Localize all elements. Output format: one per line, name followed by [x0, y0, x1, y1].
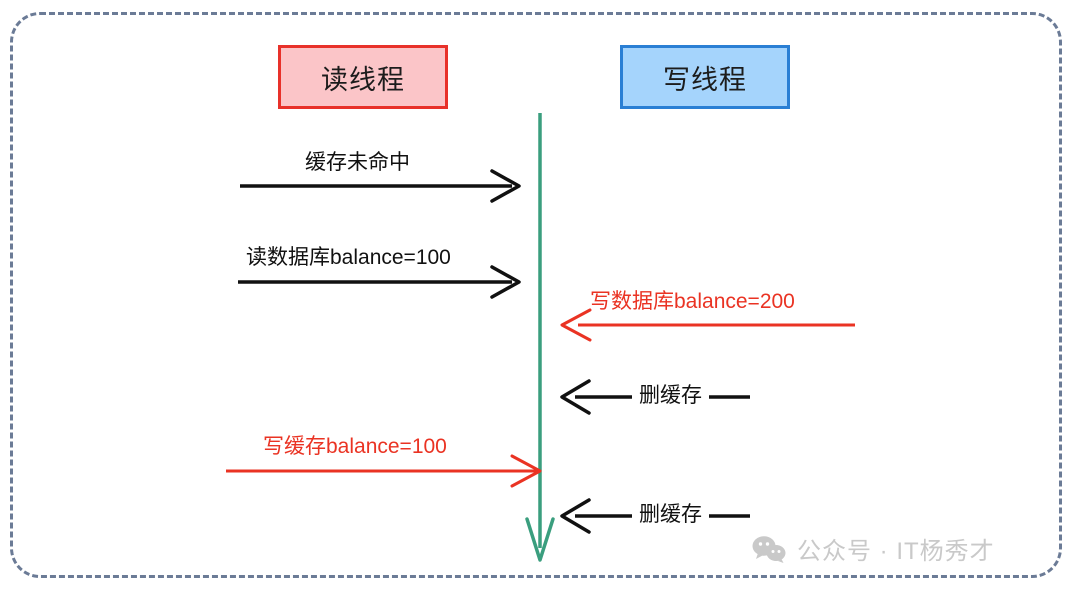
participant-write-thread-label: 写线程 [663, 64, 747, 95]
message-arrow-cache-miss [240, 169, 521, 203]
watermark: 公众号 · IT杨秀才 [752, 531, 995, 566]
message-arrow-write-db [560, 308, 855, 342]
participant-read-thread-label: 读线程 [321, 64, 405, 95]
message-arrow-write-cache [226, 454, 542, 488]
wechat-icon [752, 535, 786, 563]
message-label-cache-miss: 缓存未命中 [305, 151, 410, 174]
message-label-read-db: 读数据库balance=100 [246, 246, 451, 269]
participant-write-thread: 写线程 [620, 45, 790, 109]
watermark-text: 公众号 · IT杨秀才 [797, 538, 995, 565]
message-label-delete-cache-2: 删缓存 [632, 504, 709, 525]
message-arrow-read-db [238, 265, 521, 299]
participant-read-thread: 读线程 [278, 45, 448, 109]
message-label-delete-cache-1: 删缓存 [632, 385, 709, 406]
write-thread-lifeline [525, 113, 555, 562]
message-label-write-db: 写数据库balance=200 [590, 290, 795, 313]
message-label-write-cache: 写缓存balance=100 [263, 435, 447, 458]
diagram-frame-border [10, 12, 1062, 578]
